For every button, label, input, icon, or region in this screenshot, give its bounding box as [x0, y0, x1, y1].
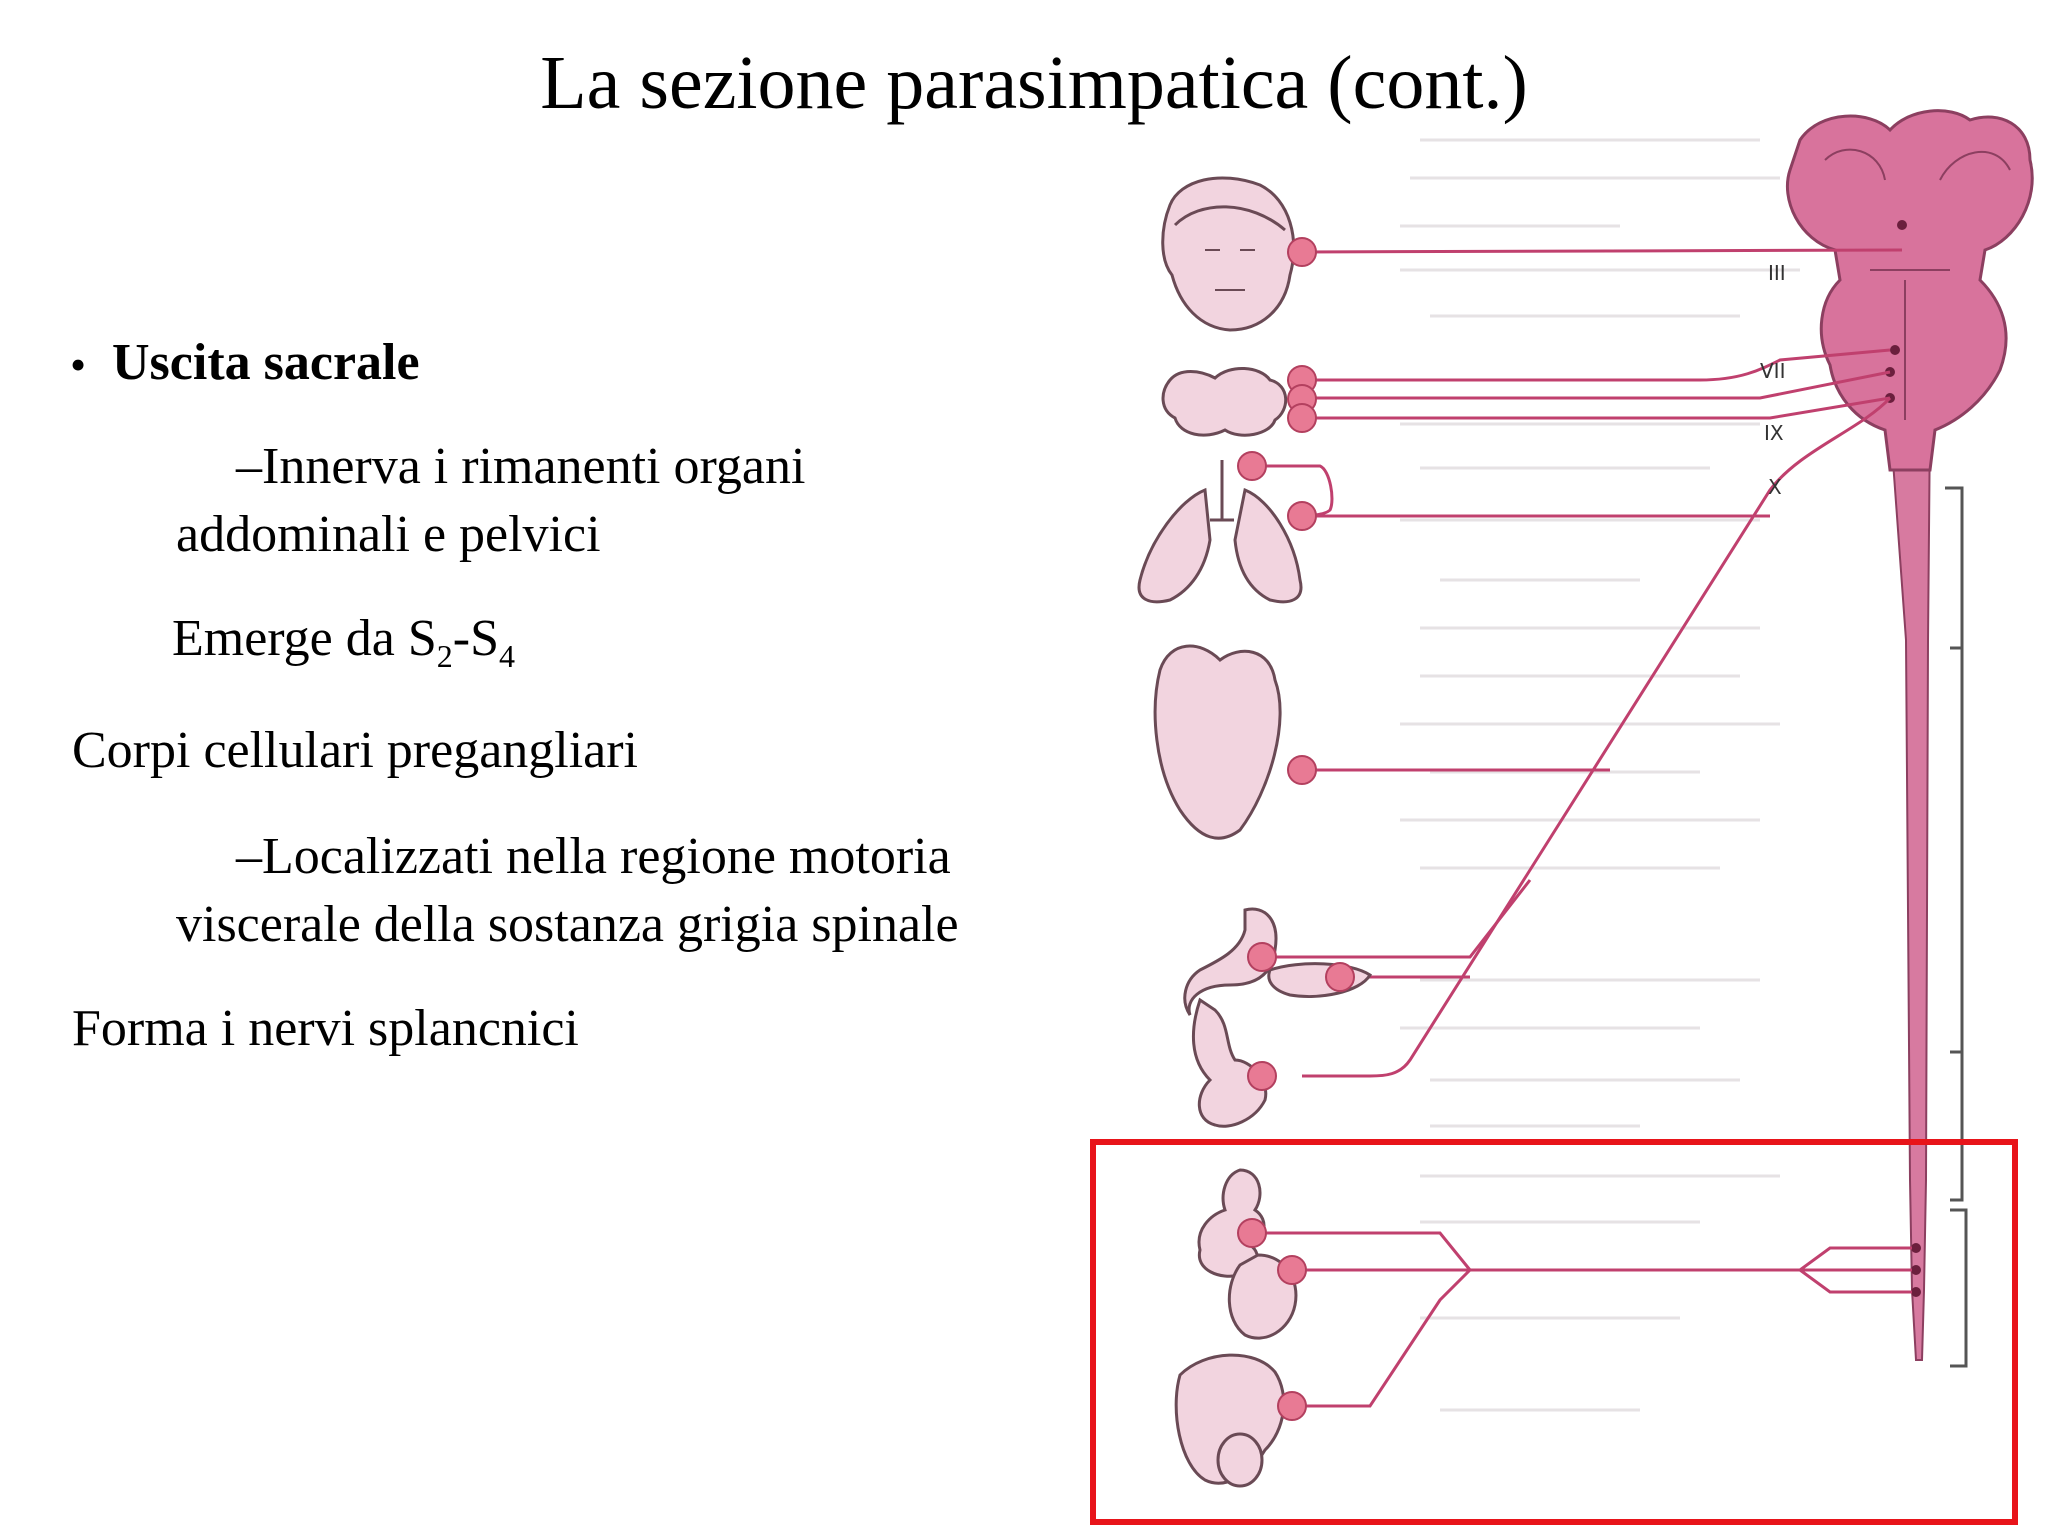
bullet-heading: Uscita sacrale: [112, 334, 420, 391]
pancreas-organ: [1267, 962, 1373, 998]
emerge-prefix: Emerge da S: [172, 610, 437, 667]
sacral-nucleus-s3: [1911, 1265, 1921, 1275]
background-text-ghost: [1400, 138, 1800, 1412]
sub-item-innerva-line2: addominali e pelvici: [176, 506, 601, 563]
lungs-organ: [1137, 460, 1303, 604]
head-eye-organ: [1161, 176, 1296, 332]
stomach-organ: [1183, 907, 1278, 1016]
spinal-segment-brackets: [1945, 486, 1968, 1368]
intestine-organ: [1191, 997, 1268, 1128]
cranial-nerves: [1252, 248, 1903, 1078]
sub-item-localizzati-line2: viscerale della sostanza grigia spinale: [176, 896, 959, 953]
nerve-label-iii: III: [1768, 261, 1786, 285]
nerve-label-vii: VII: [1760, 359, 1785, 383]
sacral-highlight-box: [1090, 1139, 2018, 1525]
sacral-nucleus-s2: [1911, 1243, 1921, 1253]
sacral-nerves: [1252, 1231, 1912, 1408]
emerge-sub-2: 2: [436, 638, 453, 674]
nerve-label-x: X: [1768, 475, 1782, 499]
sub-item-localizzati-line1: –Localizzati nella regione motoria: [236, 828, 951, 885]
sub-item-innerva-line1: –Innerva i rimanenti organi: [236, 438, 806, 495]
emerge-sub-4: 4: [499, 638, 515, 674]
spinal-cord: [1888, 419, 1932, 1361]
forma-text: Forma i nervi splancnici: [72, 1000, 579, 1057]
emerge-mid: -S: [452, 610, 499, 667]
sacral-nucleus-s4: [1911, 1287, 1921, 1297]
slide-title: La sezione parasimpatica (cont.): [540, 41, 1528, 125]
emerge-text: Emerge da S2-S4: [172, 606, 515, 672]
salivary-glands-organ: [1161, 366, 1288, 437]
corpi-text: Corpi cellulari pregangliari: [72, 722, 639, 779]
brainstem: [1785, 109, 2034, 472]
cranial-nerve-labels: III VII IX X: [1760, 261, 1786, 499]
ganglia: [1237, 237, 1355, 1421]
nerve-label-ix: IX: [1764, 421, 1784, 445]
organs: [1137, 176, 1373, 1488]
heart-organ: [1153, 644, 1282, 840]
bullet-dot: •: [70, 339, 87, 390]
genitals-organ: [1174, 1353, 1286, 1488]
